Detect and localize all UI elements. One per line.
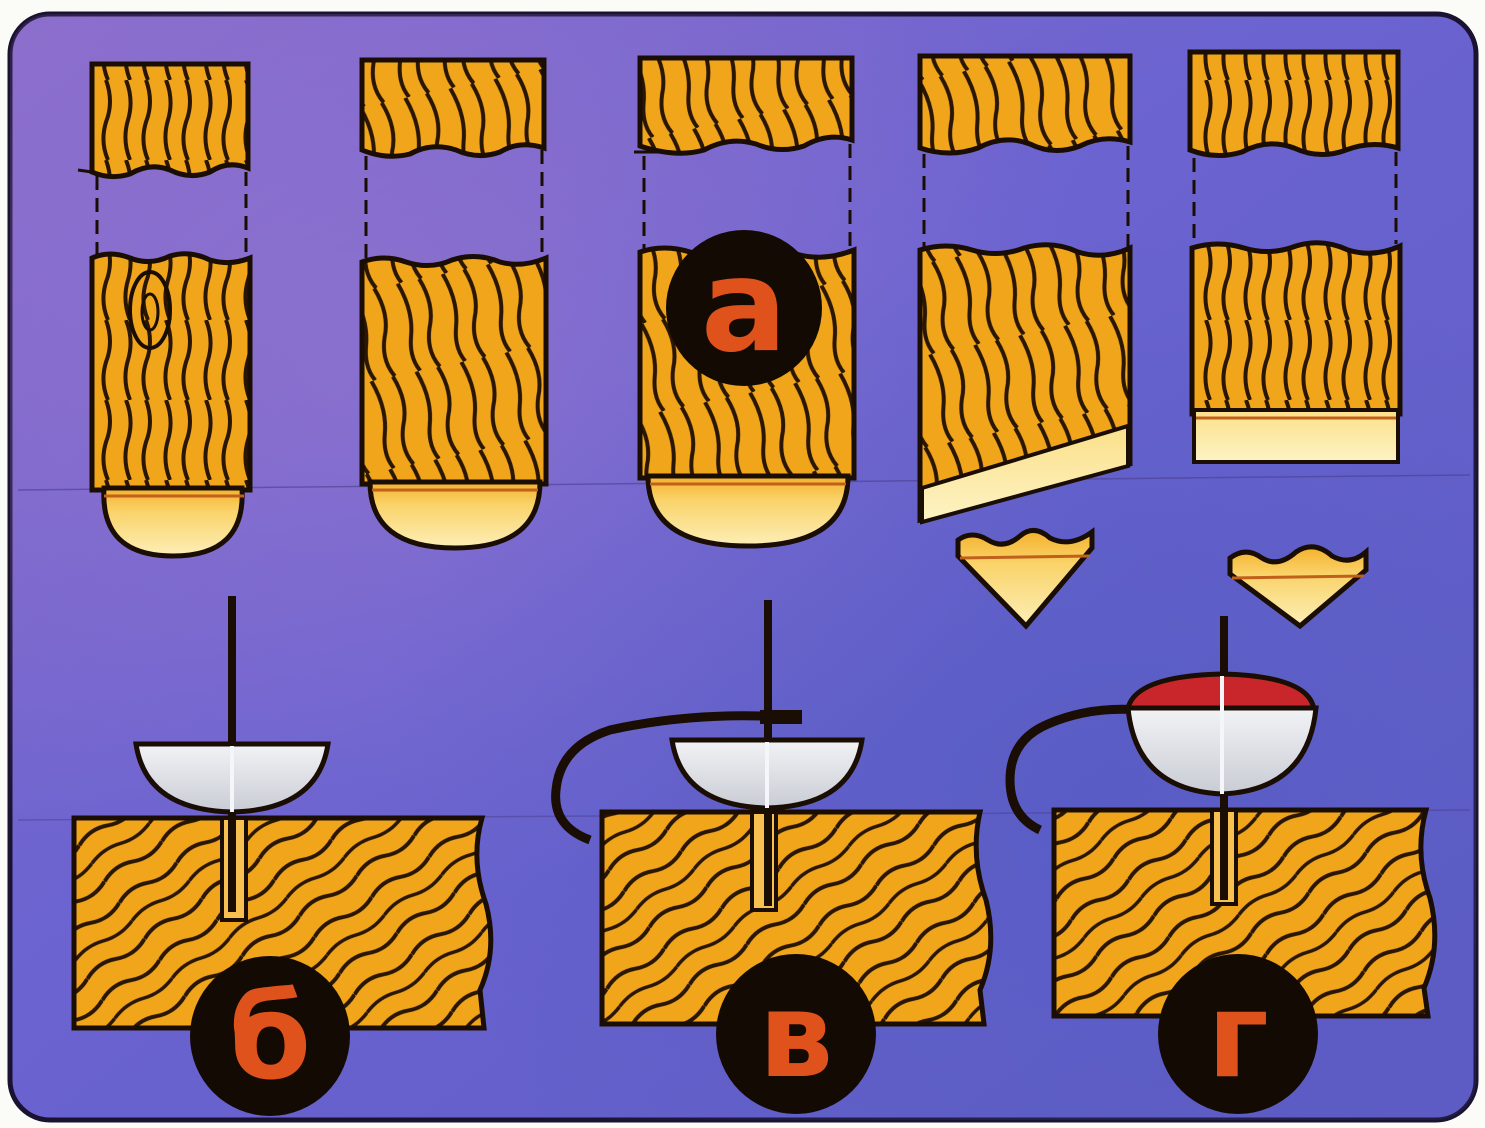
badge-g: г [1158,954,1318,1114]
badge-v: в [716,954,876,1114]
badge-a-label: a [701,232,787,381]
badge-g-label: г [1207,966,1269,1104]
dowel-rounded-2 [362,60,546,548]
dowel-rounded-1 [78,64,250,556]
badge-v-label: в [759,966,834,1104]
badge-b: б [190,956,350,1116]
badge-b-label: б [229,968,311,1106]
badge-a: a [666,230,822,386]
